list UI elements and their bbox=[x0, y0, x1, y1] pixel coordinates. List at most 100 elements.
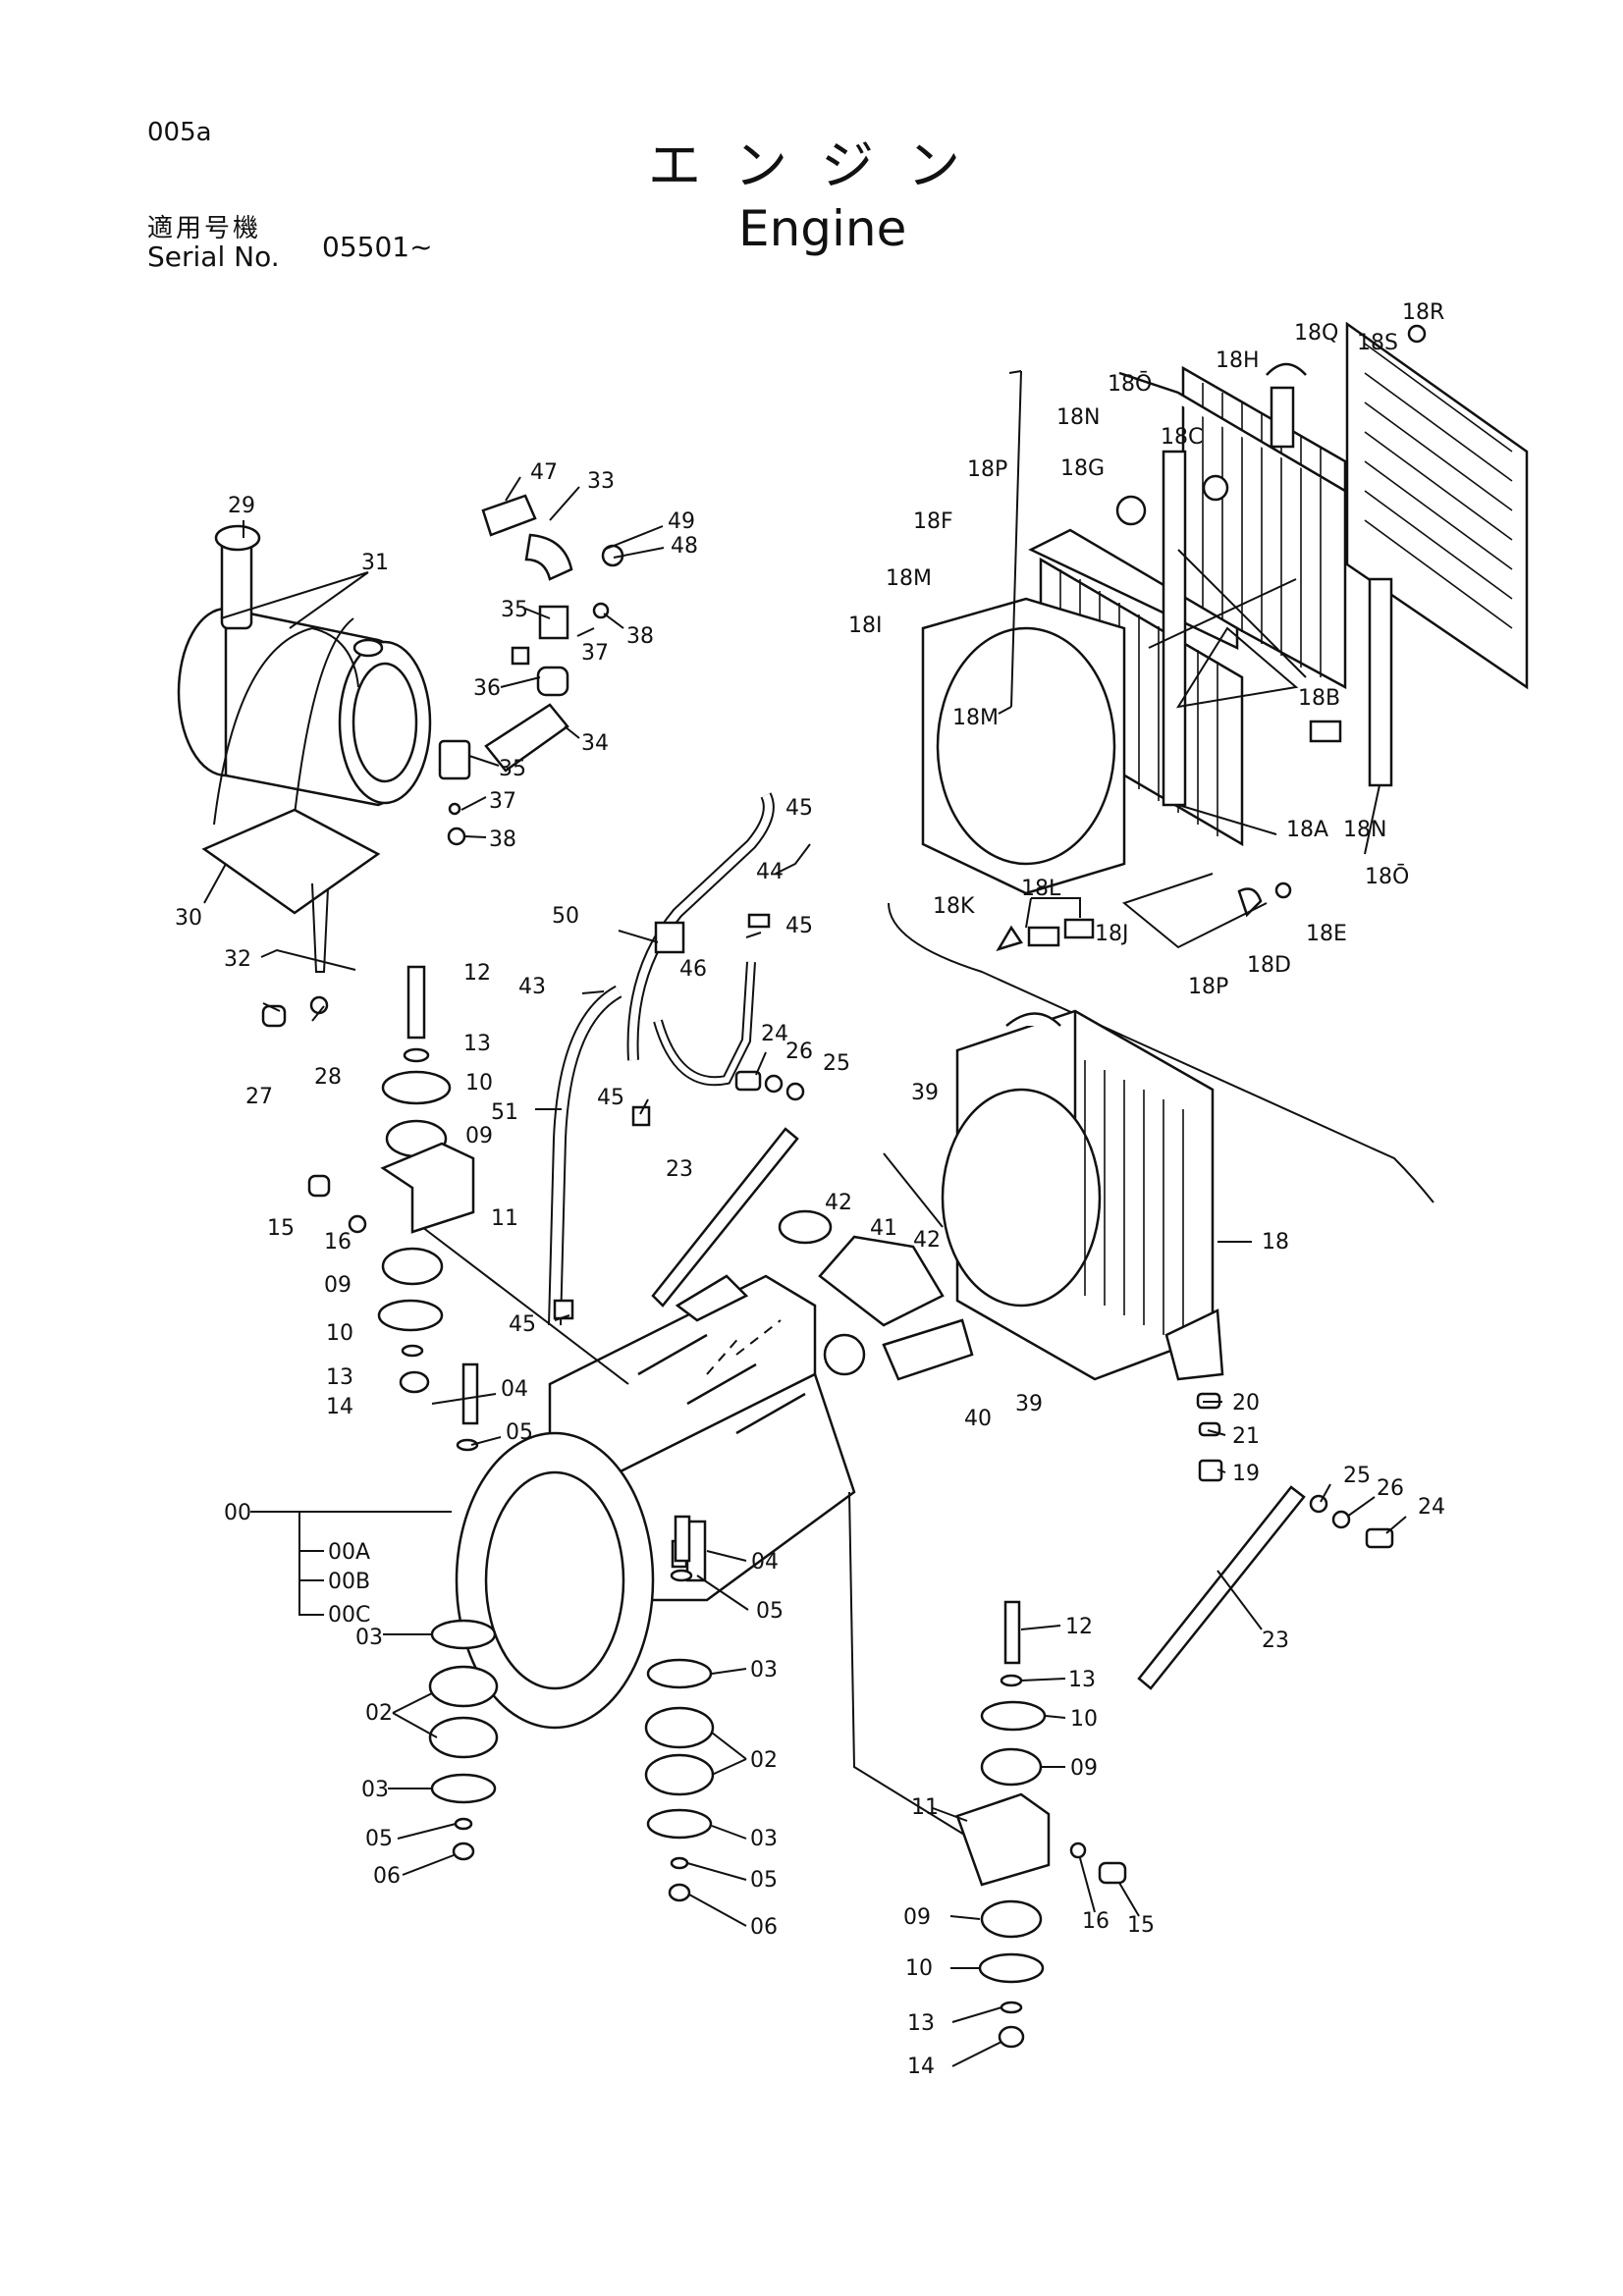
callout-18H: 18H bbox=[1216, 348, 1260, 373]
callout-18A: 18A bbox=[1286, 818, 1328, 842]
callout-06-left: 06 bbox=[373, 1864, 401, 1889]
callout-26-upper: 26 bbox=[785, 1040, 813, 1064]
callout-14-right: 14 bbox=[907, 2055, 935, 2079]
callout-18P-bottom: 18P bbox=[1188, 975, 1228, 999]
title-japanese: エンジン bbox=[648, 134, 994, 196]
callout-18S: 18S bbox=[1357, 331, 1398, 355]
callout-06-mid: 06 bbox=[750, 1915, 778, 1940]
callout-34: 34 bbox=[581, 731, 609, 756]
callout-38-lower: 38 bbox=[489, 828, 516, 852]
callout-44: 44 bbox=[756, 860, 784, 884]
callout-50: 50 bbox=[552, 904, 579, 929]
callout-04-left: 04 bbox=[501, 1377, 528, 1402]
callout-18: 18 bbox=[1262, 1230, 1289, 1255]
hoses bbox=[548, 792, 775, 1326]
serial-label-english: Serial No. bbox=[147, 240, 280, 273]
callout-46: 46 bbox=[679, 957, 707, 982]
callout-09-left-bottom: 09 bbox=[324, 1273, 352, 1298]
callout-13-left-bottom: 13 bbox=[326, 1365, 353, 1390]
callout-28: 28 bbox=[314, 1065, 342, 1090]
callout-15-right: 15 bbox=[1127, 1913, 1155, 1938]
callout-39-upper: 39 bbox=[911, 1081, 939, 1105]
callout-03-mid-b: 03 bbox=[750, 1827, 778, 1851]
callout-09-left-top: 09 bbox=[465, 1124, 493, 1148]
callout-40: 40 bbox=[964, 1407, 992, 1431]
callout-00: 00 bbox=[224, 1501, 251, 1525]
callout-05-right: 05 bbox=[756, 1599, 784, 1624]
leader-lines bbox=[203, 370, 1407, 2067]
callout-18O-top: 18Ō bbox=[1108, 371, 1152, 397]
callout-11-left: 11 bbox=[491, 1206, 518, 1231]
callout-51: 51 bbox=[491, 1100, 518, 1125]
callout-23-upper: 23 bbox=[666, 1157, 693, 1182]
callout-32: 32 bbox=[224, 947, 251, 972]
callout-11-right: 11 bbox=[911, 1795, 939, 1820]
callout-18N-top: 18N bbox=[1056, 405, 1100, 430]
callout-16-right: 16 bbox=[1082, 1909, 1109, 1934]
callout-18J: 18J bbox=[1095, 922, 1128, 946]
callout-18F: 18F bbox=[913, 509, 953, 534]
callout-26-lower: 26 bbox=[1377, 1476, 1404, 1501]
callout-29: 29 bbox=[228, 494, 255, 518]
callout-39-lower: 39 bbox=[1015, 1392, 1043, 1416]
callout-labels: 29 31 47 33 49 48 35 37 38 36 34 35 37 3… bbox=[175, 300, 1445, 2079]
callout-05-mid-stack: 05 bbox=[750, 1868, 778, 1893]
exhaust-pipe bbox=[438, 494, 624, 846]
callout-12-right: 12 bbox=[1065, 1615, 1093, 1639]
callout-45-top: 45 bbox=[785, 796, 813, 821]
callout-03-left-a: 03 bbox=[355, 1626, 383, 1650]
callout-02-mid: 02 bbox=[750, 1748, 778, 1773]
callout-49: 49 bbox=[668, 509, 695, 534]
callout-05-left-stack: 05 bbox=[365, 1827, 393, 1851]
callout-24-lower: 24 bbox=[1418, 1495, 1445, 1520]
callout-20: 20 bbox=[1232, 1391, 1260, 1415]
callout-30: 30 bbox=[175, 906, 202, 931]
callout-10-left-bottom: 10 bbox=[326, 1321, 353, 1346]
callout-18O-bottom: 18Ō bbox=[1365, 864, 1409, 889]
callout-13-right: 13 bbox=[1068, 1668, 1096, 1692]
callout-42-left: 42 bbox=[825, 1191, 852, 1215]
callout-18P-top: 18P bbox=[967, 457, 1007, 482]
callout-16-left: 16 bbox=[324, 1230, 352, 1255]
callout-18M-top: 18M bbox=[886, 566, 932, 591]
callout-10-left-top: 10 bbox=[465, 1071, 493, 1095]
callout-10-right-bottom: 10 bbox=[905, 1956, 933, 1981]
callout-38-upper: 38 bbox=[626, 624, 654, 649]
callout-18E: 18E bbox=[1306, 922, 1347, 946]
callout-02-left: 02 bbox=[365, 1701, 393, 1726]
radiator-exploded bbox=[888, 321, 1529, 1203]
callout-23-lower: 23 bbox=[1262, 1629, 1289, 1653]
callout-45-bottom: 45 bbox=[509, 1312, 536, 1337]
callout-43: 43 bbox=[518, 975, 546, 999]
callout-09-right-top: 09 bbox=[1070, 1756, 1098, 1781]
callout-14-left: 14 bbox=[326, 1395, 353, 1419]
callout-18L: 18L bbox=[1021, 877, 1061, 901]
callout-05-left: 05 bbox=[506, 1420, 533, 1445]
callout-24-upper: 24 bbox=[761, 1022, 788, 1046]
muffler bbox=[177, 524, 432, 973]
title-english: Engine bbox=[738, 200, 907, 257]
callout-21: 21 bbox=[1232, 1424, 1260, 1449]
callout-13-left: 13 bbox=[463, 1032, 491, 1056]
callout-37-lower: 37 bbox=[489, 789, 516, 814]
callout-18I: 18I bbox=[848, 614, 882, 638]
callout-10-right-top: 10 bbox=[1070, 1707, 1098, 1732]
callout-00A: 00A bbox=[328, 1540, 370, 1565]
callout-47: 47 bbox=[530, 460, 558, 485]
stays bbox=[651, 1070, 1394, 1690]
callout-15-left: 15 bbox=[267, 1216, 295, 1241]
callout-45-second: 45 bbox=[785, 914, 813, 938]
callout-35-upper: 35 bbox=[501, 598, 528, 622]
callout-18K: 18K bbox=[933, 894, 975, 919]
callout-18N-bottom: 18N bbox=[1343, 818, 1386, 842]
callout-18M-mid: 18M bbox=[952, 706, 999, 730]
callout-18C: 18C bbox=[1161, 425, 1203, 450]
callout-25-upper: 25 bbox=[823, 1051, 850, 1076]
callout-42-right: 42 bbox=[913, 1228, 941, 1253]
engine-block bbox=[421, 1209, 983, 1846]
callout-45-mid: 45 bbox=[597, 1086, 624, 1110]
callout-27: 27 bbox=[245, 1085, 273, 1109]
callout-31: 31 bbox=[361, 551, 389, 575]
callout-18R: 18R bbox=[1402, 300, 1444, 325]
